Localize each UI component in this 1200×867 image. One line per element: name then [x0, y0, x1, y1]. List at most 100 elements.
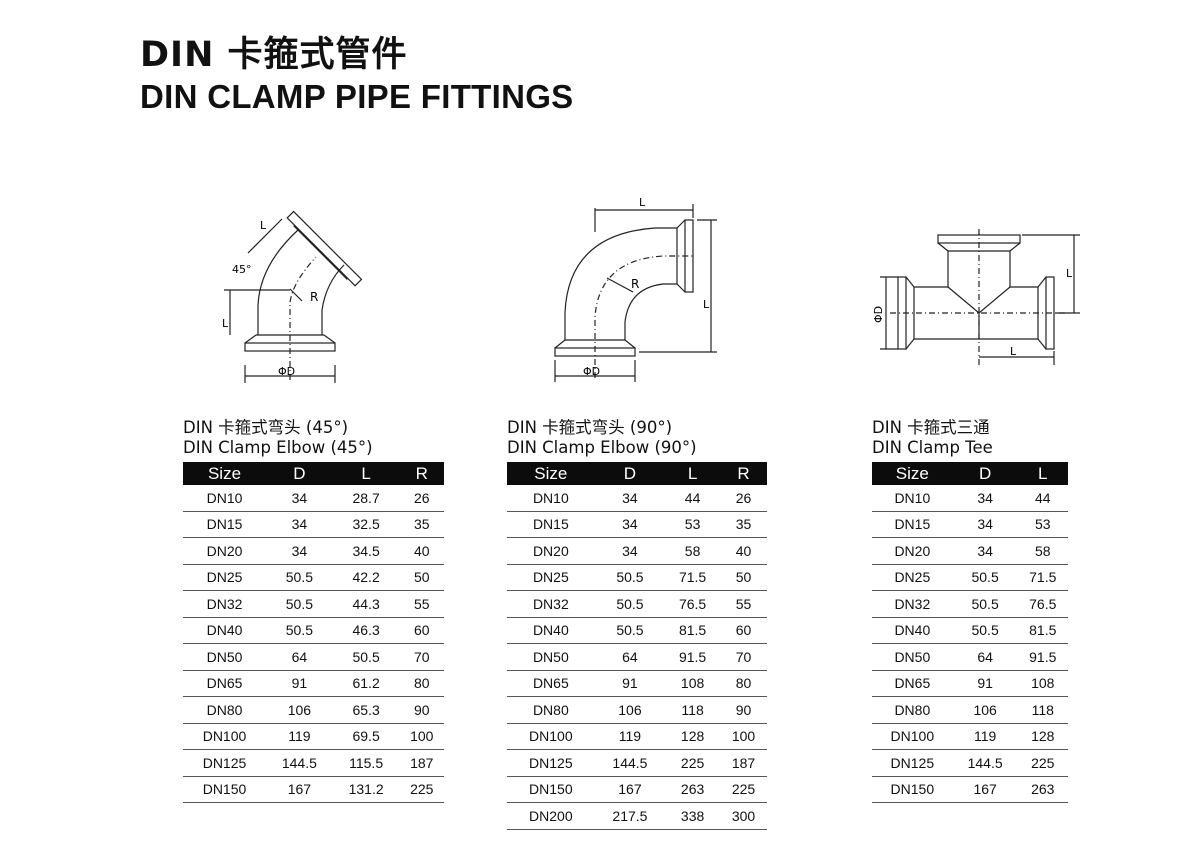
column-header: D [952, 462, 1018, 485]
length-label-side: L [1066, 267, 1073, 280]
table-cell: 167 [266, 776, 333, 803]
caption-cn: DIN 卡箍式弯头 (45°) [183, 418, 349, 437]
table-cell: 26 [720, 485, 767, 512]
table-cell: 131.2 [332, 776, 400, 803]
table-cell: 28.7 [332, 485, 400, 512]
table-cell: 34 [266, 537, 333, 565]
table-cell: DN15 [507, 511, 595, 538]
table-cell: 50.5 [952, 617, 1018, 644]
table-cell: DN125 [872, 749, 953, 777]
table-cell: 118 [1017, 696, 1068, 724]
table-cell: 53 [665, 511, 720, 538]
elbow-90-drawing: L L R ΦD [545, 192, 725, 387]
radius-label: R [631, 277, 639, 291]
caption-cn: DIN 卡箍式三通 [872, 418, 990, 437]
table-cell: 34 [594, 485, 666, 512]
table-cell: 128 [1017, 723, 1068, 750]
table-cell: 58 [665, 537, 720, 565]
table-cell: 26 [399, 485, 444, 512]
table-cell: 217.5 [594, 802, 666, 830]
column-header: R [720, 462, 767, 485]
column-header: Size [872, 462, 953, 485]
table-cell: 81.5 [665, 617, 720, 644]
table-cell: 144.5 [266, 749, 333, 777]
table-cell: 91 [952, 670, 1018, 697]
table-cell: 300 [720, 802, 767, 830]
table-cell: 35 [399, 511, 444, 538]
elbow-45-drawing: 45° L L R ΦD [220, 195, 380, 390]
table-cell: 70 [720, 643, 767, 671]
table-cell: 46.3 [332, 617, 400, 644]
table-cell: 50.5 [266, 590, 333, 618]
table-cell: 80 [720, 670, 767, 697]
table-cell: 76.5 [1017, 590, 1068, 618]
table-cell: DN150 [507, 776, 595, 803]
table-cell: 64 [266, 643, 333, 671]
column-header: L [332, 462, 400, 485]
table-cell: DN10 [183, 485, 267, 512]
page-title-english: DIN CLAMP PIPE FITTINGS [140, 78, 574, 115]
caption-elbow-90: DIN 卡箍式弯头 (90°) DIN Clamp Elbow (90°) [507, 418, 697, 458]
table-cell: DN200 [507, 802, 595, 830]
radius-label: R [310, 290, 318, 304]
table-cell: 60 [720, 617, 767, 644]
diameter-label: ΦD [278, 365, 295, 378]
table-cell: DN15 [872, 511, 953, 538]
table-cell: 187 [399, 749, 444, 777]
table-cell: 44.3 [332, 590, 400, 618]
table-cell: 108 [1017, 670, 1068, 697]
table-cell: DN80 [183, 696, 267, 724]
table-cell: DN50 [507, 643, 595, 671]
table-cell: DN50 [872, 643, 953, 671]
caption-tee: DIN 卡箍式三通 DIN Clamp Tee [872, 418, 993, 458]
table-cell: 55 [720, 590, 767, 618]
table-cell: DN100 [183, 723, 267, 750]
table-cell: DN65 [507, 670, 595, 697]
column-header: R [399, 462, 444, 485]
table-cell: DN100 [507, 723, 595, 750]
caption-en: DIN Clamp Elbow (45°) [183, 438, 373, 457]
table-cell: 225 [399, 776, 444, 803]
length-label-top: L [639, 196, 646, 209]
table-cell: 338 [665, 802, 720, 830]
table-cell: 106 [594, 696, 666, 724]
caption-en: DIN Clamp Tee [872, 438, 993, 457]
table-cell: 50.5 [266, 564, 333, 591]
table-cell: DN40 [183, 617, 267, 644]
column-header: D [266, 462, 333, 485]
table-cell: DN80 [507, 696, 595, 724]
table-cell: 55 [399, 590, 444, 618]
table-cell: 167 [952, 776, 1018, 803]
table-cell: DN25 [183, 564, 267, 591]
table-cell: DN25 [507, 564, 595, 591]
table-cell: 34 [266, 485, 333, 512]
table-cell: 100 [720, 723, 767, 750]
table-cell: 32.5 [332, 511, 400, 538]
table-cell: 50 [720, 564, 767, 591]
table-cell: 53 [1017, 511, 1068, 538]
table-cell: 144.5 [952, 749, 1018, 777]
table-cell: 91.5 [1017, 643, 1068, 671]
page-title-chinese: DIN 卡箍式管件 [140, 35, 408, 75]
table-cell: 106 [266, 696, 333, 724]
table-cell: 81.5 [1017, 617, 1068, 644]
table-cell: 80 [399, 670, 444, 697]
